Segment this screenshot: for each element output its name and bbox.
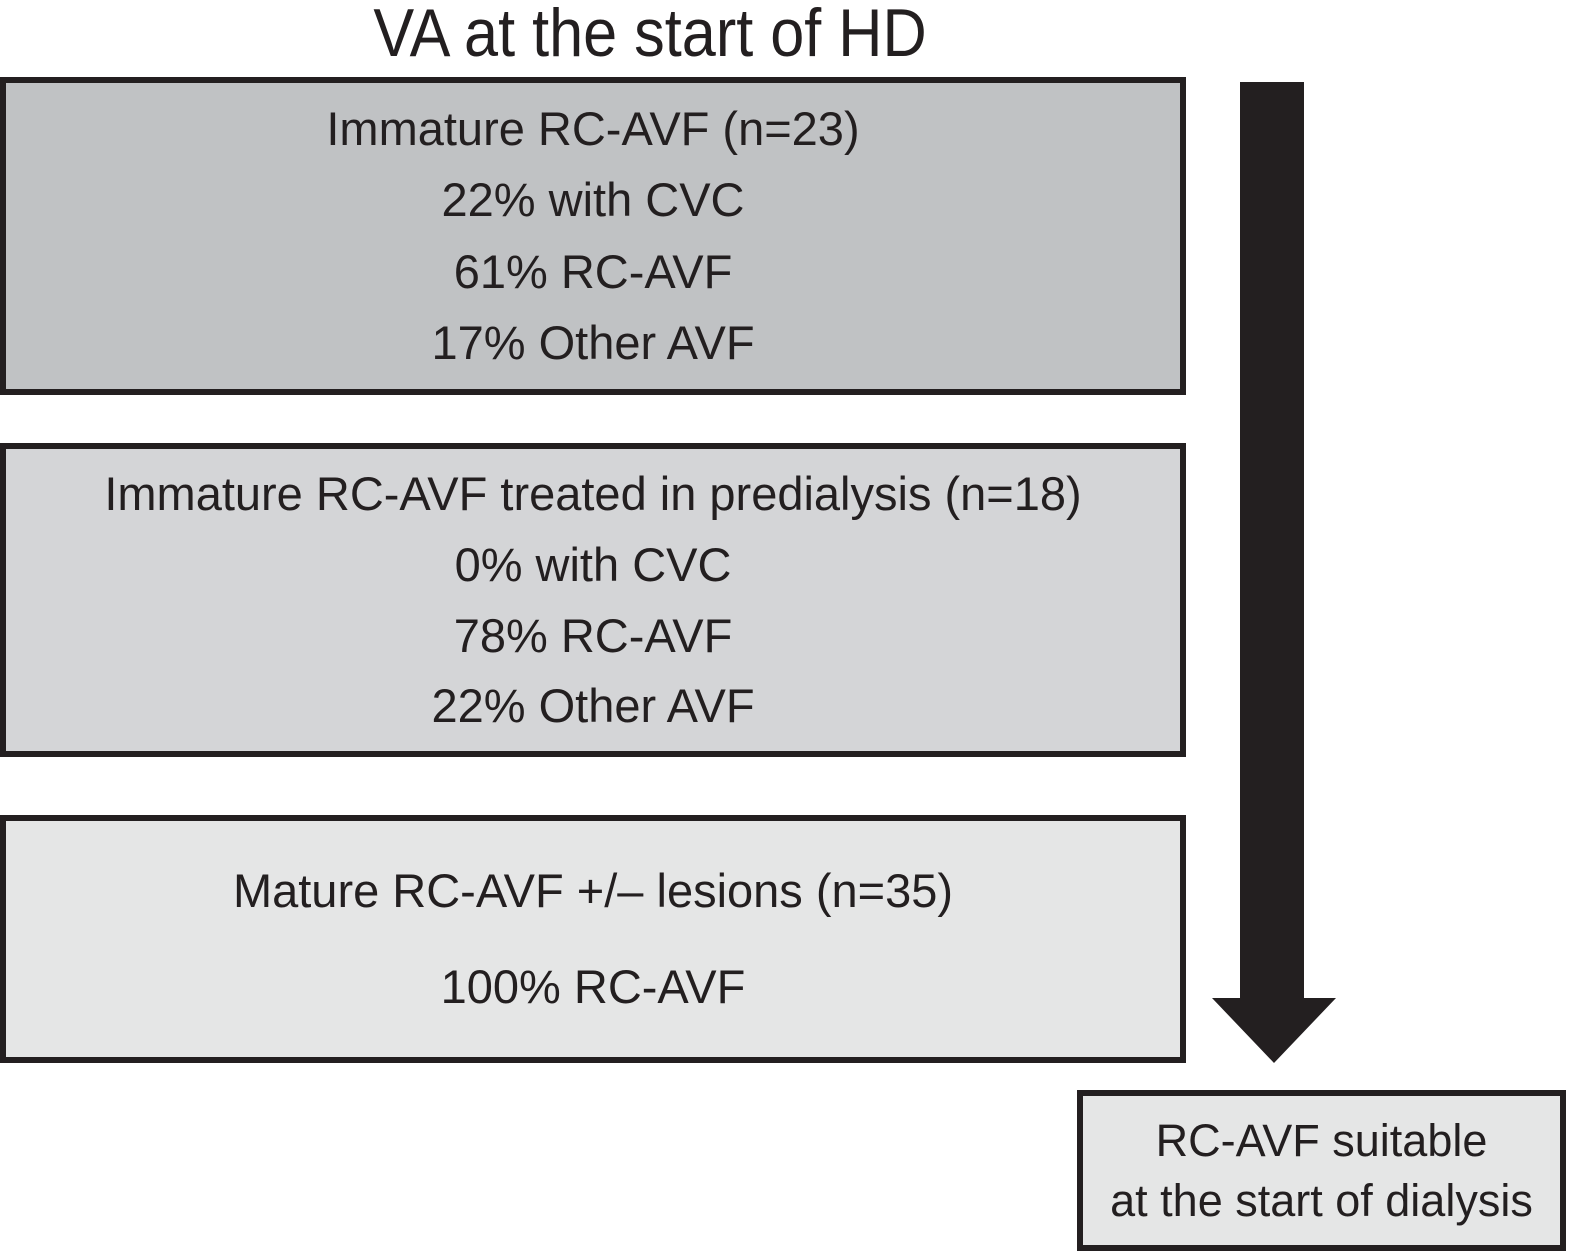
box-heading: Immature RC-AVF treated in predialysis (…	[104, 467, 1082, 521]
box-stat-line: 100% RC-AVF	[440, 960, 746, 1014]
box-heading: Immature RC-AVF (n=23)	[326, 101, 860, 155]
box-stat-line: 17% Other AVF	[431, 316, 755, 370]
box-immature-rcavf: Immature RC-AVF (n=23) 22% with CVC 61% …	[0, 77, 1186, 395]
result-line: at the start of dialysis	[1110, 1174, 1533, 1226]
box-stat-line: 22% Other AVF	[431, 679, 755, 733]
box-mature-rcavf: Mature RC-AVF +/– lesions (n=35) 100% RC…	[0, 815, 1186, 1063]
down-arrow-icon	[1212, 82, 1336, 1063]
result-line: RC-AVF suitable	[1155, 1114, 1488, 1166]
diagram-title: VA at the start of HD	[373, 0, 927, 71]
down-arrow-shape	[1212, 82, 1336, 1063]
box-stat-line: 22% with CVC	[441, 173, 745, 227]
box-heading: Mature RC-AVF +/– lesions (n=35)	[232, 864, 954, 918]
box-stat-line: 78% RC-AVF	[453, 608, 733, 662]
result-box-rcavf-suitable: RC-AVF suitable at the start of dialysis	[1077, 1090, 1566, 1251]
box-immature-rcavf-treated: Immature RC-AVF treated in predialysis (…	[0, 443, 1186, 757]
box-stat-line: 0% with CVC	[454, 537, 732, 591]
box-stat-line: 61% RC-AVF	[453, 244, 733, 298]
